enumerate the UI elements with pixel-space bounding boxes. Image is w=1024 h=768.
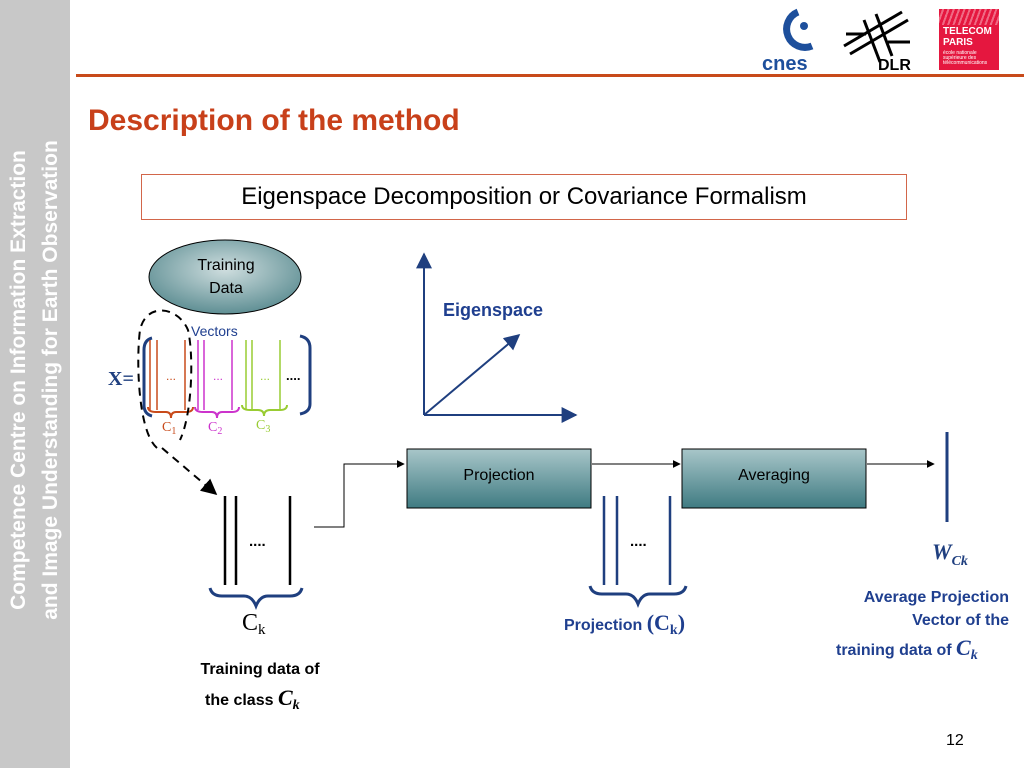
ck-matrix-columns xyxy=(223,496,292,585)
sidebar: Competence Centre on Information Extract… xyxy=(0,0,70,768)
page-number: 12 xyxy=(946,732,964,749)
dlr-logo: DLR xyxy=(843,10,911,74)
matrix-ellipsis: .... xyxy=(286,368,300,383)
selection-arrow xyxy=(161,447,218,496)
class-c2-columns xyxy=(197,340,233,410)
avg-caption-3: training data of Ck xyxy=(836,635,978,663)
matrix-left-bracket xyxy=(142,336,153,418)
c3-brace xyxy=(241,404,288,417)
c2-label: C2 xyxy=(208,420,222,437)
projection-box xyxy=(406,448,592,509)
dlr-wordmark: DLR xyxy=(878,57,911,74)
w-ck-label: WCk xyxy=(932,539,968,569)
telecom-line-3: école nationale supérieure des télécommu… xyxy=(943,50,988,66)
eigenspace-vector xyxy=(423,333,521,416)
telecom-line-1: TELECOM xyxy=(943,26,992,37)
cnes-logo: cnes xyxy=(762,8,814,74)
c3-label: C3 xyxy=(256,418,270,435)
telecom-line-2: PARIS xyxy=(943,37,973,48)
c1-ellipsis: ... xyxy=(166,369,176,383)
avg-caption-2: Vector of the xyxy=(912,612,1009,629)
method-banner: Eigenspace Decomposition or Covariance F… xyxy=(141,174,907,220)
ck-ellipsis: .... xyxy=(249,533,266,550)
page-title: Description of the method xyxy=(88,104,460,137)
class-c3-columns xyxy=(245,340,281,410)
class-c1-columns xyxy=(149,340,186,410)
avg-caption-1: Average Projection xyxy=(864,589,1009,606)
vectors-label: Vectors xyxy=(191,323,238,339)
connector-to-projection xyxy=(314,460,405,528)
ck-brace xyxy=(208,587,304,611)
training-data-ellipse xyxy=(148,239,302,315)
c3-ellipsis: ... xyxy=(260,369,270,383)
header-rule xyxy=(76,74,1024,77)
averaging-box-label: Averaging xyxy=(738,467,810,484)
c1-label: C1 xyxy=(162,420,176,437)
telecom-paris-logo: TELECOM PARIS école nationale supérieure… xyxy=(939,9,999,70)
projection-ck-label: Projection (Ck) xyxy=(564,610,685,638)
training-caption-1: Training data of xyxy=(200,661,320,678)
c1-selection-loop xyxy=(137,309,193,449)
c2-ellipsis: ... xyxy=(213,369,223,383)
projection-ellipsis: .... xyxy=(630,533,647,550)
telecom-stripes xyxy=(939,9,999,25)
c2-brace xyxy=(194,406,240,419)
averaging-box xyxy=(681,448,867,509)
training-data-label-2: Data xyxy=(209,280,243,297)
matrix-right-bracket xyxy=(299,334,312,416)
c1-brace xyxy=(147,406,194,419)
x-equals-label: X= xyxy=(108,368,134,390)
eigenspace-label: Eigenspace xyxy=(443,300,543,320)
cnes-wordmark: cnes xyxy=(762,53,808,74)
ck-label: Ck xyxy=(242,610,266,638)
training-caption-2: the class Ck xyxy=(205,685,300,713)
training-data-label-1: Training xyxy=(197,257,254,274)
projection-brace xyxy=(588,585,688,609)
projection-matrix-columns xyxy=(602,496,672,585)
projection-box-label: Projection xyxy=(463,467,534,484)
